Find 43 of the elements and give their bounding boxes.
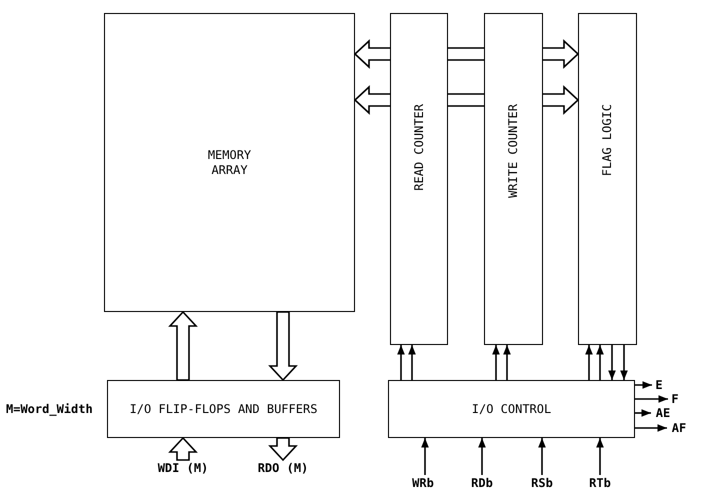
- block-label: READ COUNTER: [412, 104, 426, 191]
- arrow: [596, 438, 604, 475]
- block-box: [390, 13, 448, 345]
- arrow: [492, 345, 500, 380]
- signal-label: RDO (M): [250, 460, 316, 476]
- bus-arrow: [168, 436, 198, 461]
- signal-label: RDb: [462, 475, 502, 491]
- arrow: [635, 381, 652, 389]
- block-box: [578, 13, 637, 345]
- signal-label: WDI (M): [150, 460, 216, 476]
- arrow: [478, 438, 486, 475]
- block-box: [107, 380, 340, 438]
- bus-arrow: [268, 437, 298, 462]
- block-label: I/O FLIP-FLOPS AND BUFFERS: [130, 402, 318, 416]
- block-box: [104, 13, 355, 312]
- block-label: WRITE COUNTER: [506, 104, 521, 198]
- block-box: [388, 380, 635, 438]
- arrow: [635, 424, 667, 432]
- bus-arrow: [268, 311, 298, 382]
- block-box: [484, 13, 543, 345]
- bus-arrow: [168, 310, 198, 381]
- signal-label: WRb: [403, 475, 443, 491]
- arrow: [635, 395, 668, 403]
- signal-label: AF: [667, 420, 691, 436]
- signal-label: E: [652, 377, 666, 393]
- arrow: [608, 345, 616, 380]
- arrow: [585, 345, 593, 380]
- signal-label: RSb: [522, 475, 562, 491]
- arrow: [408, 345, 416, 380]
- note-text: M=Word_Width: [6, 402, 93, 416]
- arrow: [635, 409, 651, 417]
- signal-label: RTb: [580, 475, 620, 491]
- block-label: FLAG LOGIC: [600, 104, 615, 176]
- signal-label: F: [668, 391, 682, 407]
- arrow: [503, 345, 511, 380]
- arrow: [538, 438, 546, 475]
- arrow: [421, 438, 429, 475]
- block-label: I/O CONTROL: [472, 402, 552, 416]
- arrow: [620, 345, 628, 380]
- block-label: MEMORY ARRAY: [206, 148, 252, 177]
- signal-label: AE: [651, 405, 675, 421]
- arrow: [397, 345, 405, 380]
- arrow: [596, 345, 604, 380]
